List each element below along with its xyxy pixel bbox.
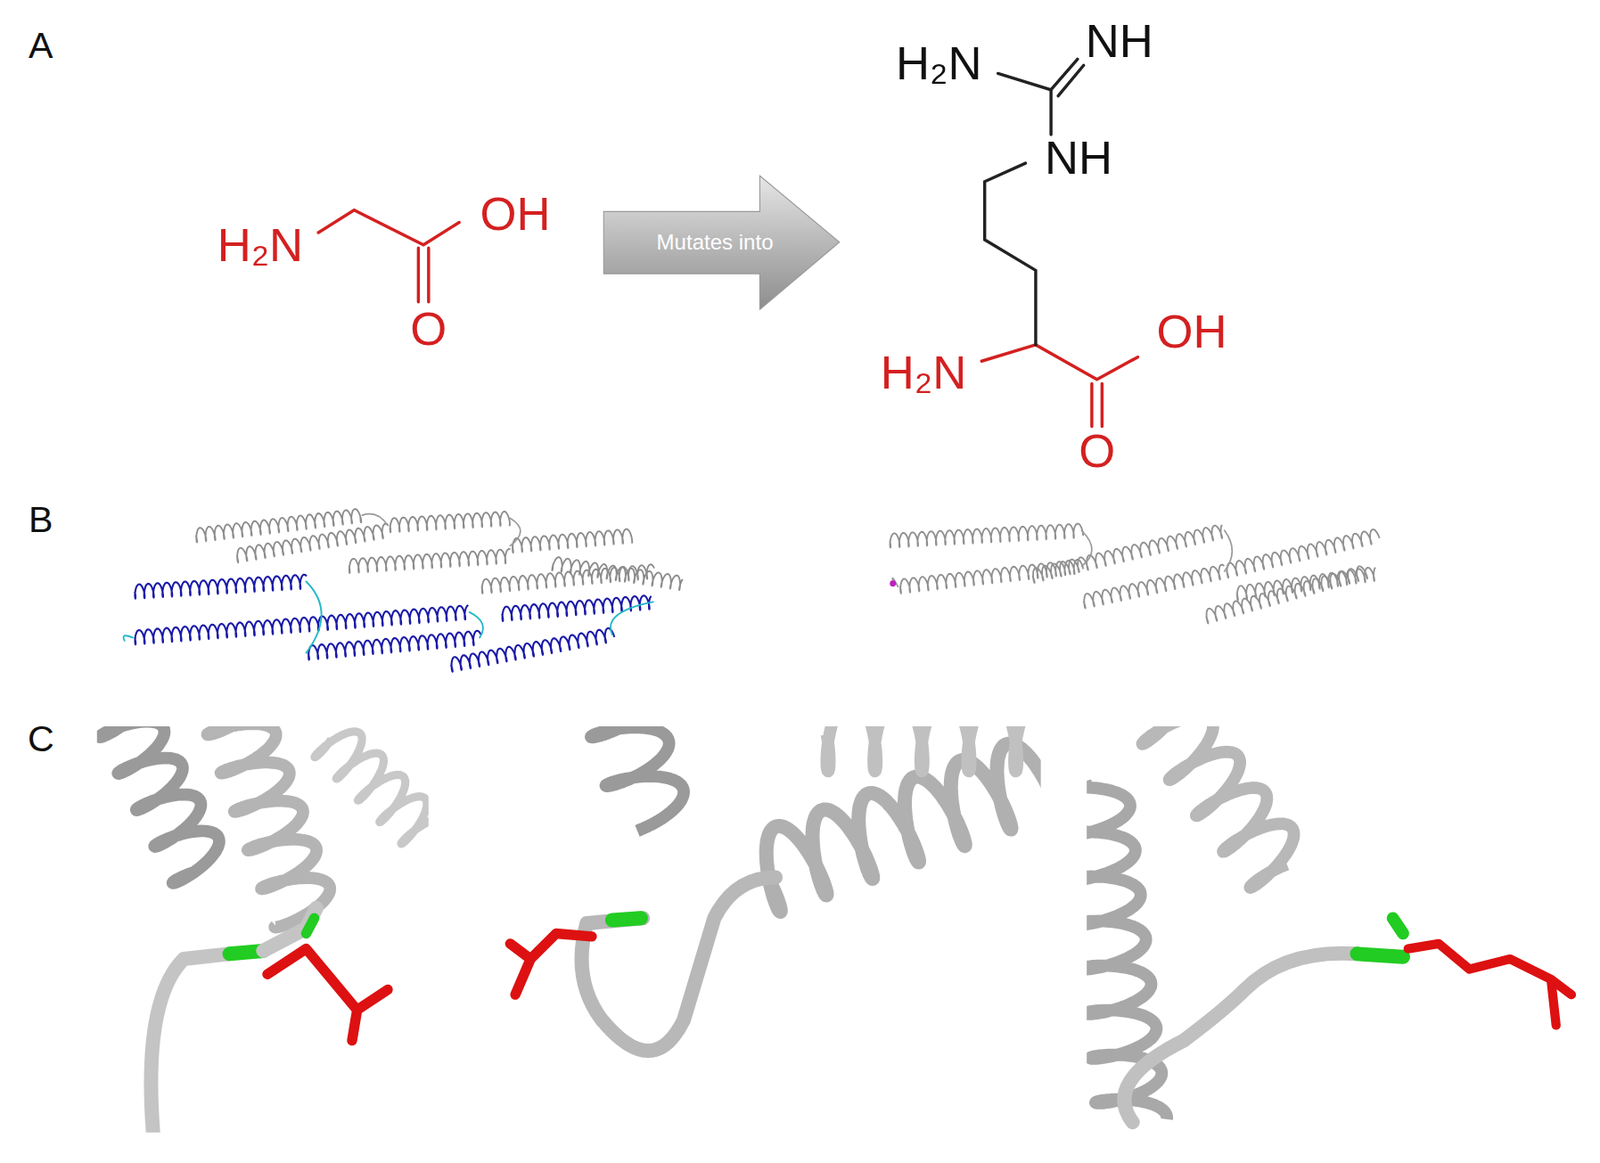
carbonyl-oxygen: O bbox=[1078, 427, 1116, 476]
amine-group: NH bbox=[1044, 134, 1113, 182]
hydroxyl-group: OH bbox=[1156, 308, 1228, 356]
arginine-sidechain bbox=[984, 58, 1084, 345]
helix-ribbon bbox=[99, 726, 220, 884]
helix-ribbon bbox=[764, 744, 1041, 912]
carbonyl-oxygen: O bbox=[410, 304, 447, 353]
panel-label: C bbox=[27, 721, 55, 758]
helix-ribbon bbox=[1236, 567, 1375, 601]
helix-ribbon bbox=[1141, 726, 1294, 888]
amine-group: H₂N bbox=[880, 349, 967, 397]
zoom-view-2 bbox=[509, 726, 1041, 1051]
arrow-label: Mutates into bbox=[656, 231, 774, 254]
helix-ribbon bbox=[1083, 565, 1225, 609]
arginine-sidechain bbox=[509, 933, 592, 995]
panel-label: B bbox=[28, 501, 53, 539]
loop bbox=[123, 582, 654, 654]
helix-ribbon bbox=[349, 549, 511, 574]
helix-ribbon bbox=[314, 731, 429, 845]
loop bbox=[892, 530, 1232, 587]
helix-ribbon bbox=[451, 628, 615, 673]
helix-ribbon bbox=[1032, 525, 1223, 583]
imine-group: NH bbox=[1085, 16, 1154, 65]
helix-ribbon bbox=[1086, 785, 1167, 1120]
arrow-shape: Mutates into bbox=[601, 173, 842, 312]
loop-ribbon bbox=[150, 953, 230, 1133]
amine-group: H₂N bbox=[217, 221, 304, 269]
mutant-residue bbox=[1357, 953, 1404, 957]
hydroxyl-group: OH bbox=[480, 190, 551, 238]
arginine-backbone bbox=[981, 344, 1138, 427]
zoom-view-3 bbox=[1086, 726, 1572, 1123]
helix-ribbon bbox=[237, 524, 389, 564]
helix-ribbon bbox=[1206, 566, 1368, 624]
helix-ribbon bbox=[889, 524, 1084, 549]
loop bbox=[361, 514, 520, 547]
helix-ribbon bbox=[389, 511, 510, 533]
helix-ribbon bbox=[551, 557, 682, 591]
helix-ribbon bbox=[590, 726, 684, 831]
mutation-dot bbox=[889, 580, 896, 587]
loop-ribbon bbox=[1124, 953, 1357, 1124]
panel-label: A bbox=[28, 27, 53, 65]
helix-ribbon bbox=[134, 605, 468, 645]
mutant-residue bbox=[1393, 918, 1404, 934]
mutant-residue bbox=[612, 918, 641, 920]
arginine-sidechain bbox=[1408, 943, 1572, 1026]
zoom-view-1 bbox=[99, 726, 429, 1133]
helix-ribbon bbox=[481, 564, 655, 594]
mutant-residue bbox=[305, 918, 314, 934]
helix-ribbon bbox=[308, 631, 482, 661]
loop-ribbon bbox=[582, 877, 777, 1051]
helix-ribbon bbox=[512, 529, 633, 554]
helix-ribbon bbox=[134, 574, 307, 599]
glycine-bonds bbox=[318, 210, 460, 303]
amine-group: H₂N bbox=[895, 40, 982, 88]
protein-models bbox=[123, 508, 1380, 673]
helix-ribbon bbox=[826, 726, 1021, 772]
arginine-sidechain bbox=[267, 949, 388, 1042]
